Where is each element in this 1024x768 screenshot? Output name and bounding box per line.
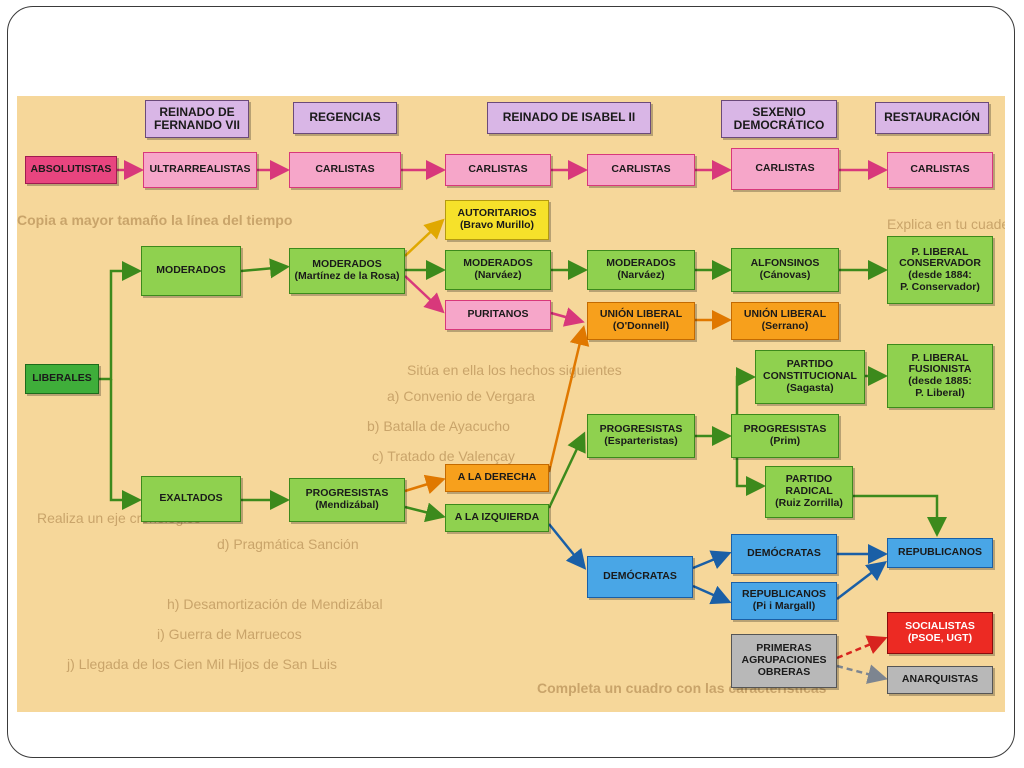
bg-text: b) Batalla de Ayacucho (367, 418, 510, 434)
node-puritanos: PURITANOS (445, 300, 551, 330)
node-autoritarios: AUTORITARIOS (Bravo Murillo) (445, 200, 549, 240)
node-republicanos: REPUBLICANOS (887, 538, 993, 568)
header-isabel-ii: REINADO DE ISABEL II (487, 102, 651, 134)
node-exaltados: EXALTADOS (141, 476, 241, 522)
node-progresistas-mendizabal: PROGRESISTAS (Mendizábal) (289, 478, 405, 522)
header-fernando-vii: REINADO DE FERNANDO VII (145, 100, 249, 138)
node-democratas-sexenio: DEMÓCRATAS (731, 534, 837, 574)
node-progresistas-esparteristas: PROGRESISTAS (Esparteristas) (587, 414, 695, 458)
bg-text: c) Tratado de Valençay (372, 448, 515, 464)
bg-text: Sitúa en ella los hechos siguientes (407, 362, 622, 378)
node-carlistas-sexenio: CARLISTAS (731, 148, 839, 190)
node-union-liberal-serrano: UNIÓN LIBERAL (Serrano) (731, 302, 839, 340)
node-socialistas: SOCIALISTAS (PSOE, UGT) (887, 612, 993, 654)
political-parties-diagram: Explica en tu cuaderno Copia a mayor tam… (17, 96, 1005, 712)
node-a-la-izquierda: A LA IZQUIERDA (445, 504, 549, 532)
node-carlistas-isabel-2: CARLISTAS (587, 154, 695, 186)
node-a-la-derecha: A LA DERECHA (445, 464, 549, 492)
bg-text: Copia a mayor tamaño la línea del tiempo (17, 212, 293, 228)
node-p-liberal-conservador: P. LIBERAL CONSERVADOR (desde 1884: P. C… (887, 236, 993, 304)
node-union-liberal-odonnell: UNIÓN LIBERAL (O'Donnell) (587, 302, 695, 340)
node-moderados-narvaez-1: MODERADOS (Narváez) (445, 250, 551, 290)
bg-text: a) Convenio de Vergara (387, 388, 535, 404)
node-moderados: MODERADOS (141, 246, 241, 296)
node-alfonsinos: ALFONSINOS (Cánovas) (731, 248, 839, 292)
header-restauracion: RESTAURACIÓN (875, 102, 989, 134)
node-p-liberal-fusionista: P. LIBERAL FUSIONISTA (desde 1885: P. Li… (887, 344, 993, 408)
node-progresistas-prim: PROGRESISTAS (Prim) (731, 414, 839, 458)
node-moderados-narvaez-2: MODERADOS (Narváez) (587, 250, 695, 290)
header-sexenio: SEXENIO DEMOCRÁTICO (721, 100, 837, 138)
node-moderados-martinez-de-la-rosa: MODERADOS (Martínez de la Rosa) (289, 248, 405, 294)
bg-text: d) Pragmática Sanción (217, 536, 359, 552)
bg-text: Explica en tu cuaderno (887, 216, 1005, 232)
node-carlistas-restauracion: CARLISTAS (887, 152, 993, 188)
bg-text: h) Desamortización de Mendizábal (167, 596, 383, 612)
node-primeras-agrupaciones-obreras: PRIMERAS AGRUPACIONES OBRERAS (731, 634, 837, 688)
header-regencias: REGENCIAS (293, 102, 397, 134)
node-partido-radical: PARTIDO RADICAL (Ruiz Zorrilla) (765, 466, 853, 518)
node-democratas-isabel: DEMÓCRATAS (587, 556, 693, 598)
node-partido-constitucional: PARTIDO CONSTITUCIONAL (Sagasta) (755, 350, 865, 404)
bg-text: i) Guerra de Marruecos (157, 626, 302, 642)
node-carlistas-isabel-1: CARLISTAS (445, 154, 551, 186)
node-liberales: LIBERALES (25, 364, 99, 394)
bg-text: j) Llegada de los Cien Mil Hijos de San … (67, 656, 338, 672)
node-republicanos-pi-i-margall: REPUBLICANOS (Pi i Margall) (731, 582, 837, 620)
node-anarquistas: ANARQUISTAS (887, 666, 993, 694)
node-absolutistas: ABSOLUTISTAS (25, 156, 117, 184)
connector-lines (99, 160, 947, 684)
node-carlistas-regencias: CARLISTAS (289, 152, 401, 188)
node-ultrarrealistas: ULTRARREALISTAS (143, 152, 257, 188)
